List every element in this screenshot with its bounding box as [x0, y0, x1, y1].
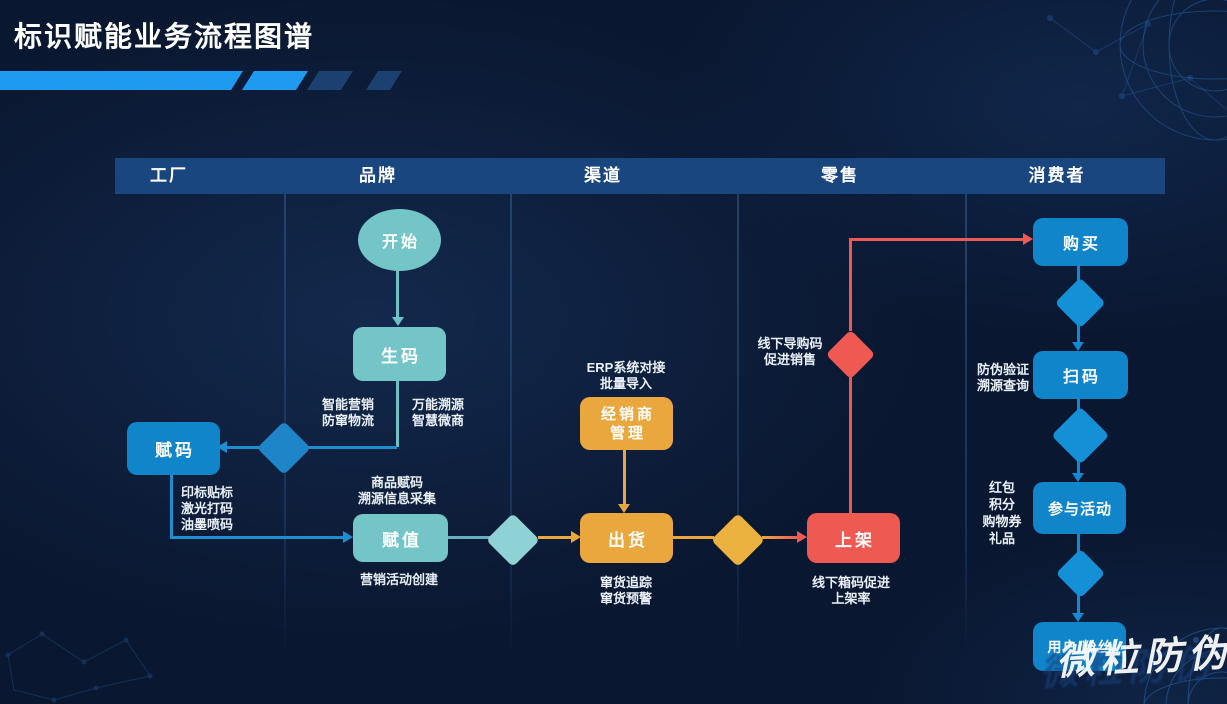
swimlane-header-bar: [115, 158, 1165, 194]
label-marketing-campaign: 营销活动创建: [359, 572, 438, 587]
lane-divider: [965, 194, 967, 656]
arrowhead: [1072, 613, 1084, 622]
flow-line: [445, 536, 490, 539]
diamond-sale: 销售: [825, 329, 875, 379]
plexus-bottom-left: [5, 631, 153, 703]
flow-line: [227, 446, 397, 449]
flow-line: [1077, 534, 1080, 552]
arrowhead: [571, 531, 581, 543]
flow-line: [396, 381, 399, 447]
node-purchase: 购买: [1033, 218, 1128, 266]
deco-bar-segment: [366, 71, 402, 90]
node-user-fans: 用户/粉丝: [1033, 622, 1126, 671]
page-title: 标识赋能业务流程图谱: [14, 21, 315, 52]
label-anti-fake-verify: 防伪验证 溯源查询: [976, 362, 1029, 393]
column-header-consumer: 消费者: [1028, 166, 1086, 185]
deco-bar-segment: [307, 71, 353, 90]
arrowhead: [618, 504, 630, 513]
node-generate-code: 生码: [353, 327, 446, 381]
flow-line: [849, 239, 852, 331]
flow-line: [538, 536, 574, 539]
deco-bar-segment: [242, 71, 308, 90]
flow-line: [1077, 325, 1080, 343]
flow-line: [623, 450, 626, 505]
arrowhead: [797, 531, 807, 543]
flow-line: [1077, 595, 1080, 613]
watermark: 微粒防伪: [1055, 632, 1227, 684]
label-smart-marketing: 智能营销 防窜物流: [321, 397, 374, 428]
node-start: 开始: [358, 209, 441, 271]
label-rewards: 红包 积分 购物券 礼品: [982, 480, 1022, 546]
label-product-code-collect: 商品赋码 溯源信息采集: [357, 475, 436, 506]
label-guide-code-promote: 线下导购码 促进销售: [757, 336, 823, 367]
arrowhead: [1072, 342, 1084, 351]
globe-wireframe-top-right: [1119, 0, 1227, 141]
arrowhead: [343, 531, 353, 543]
label-erp-import: ERP系统对接 批量导入: [586, 360, 666, 391]
diamond-code-pack-transfer: 码包 传输: [257, 421, 311, 475]
label-channel-conflict-track: 窜货追踪 窜货预警: [600, 575, 653, 606]
column-header-brand: 品牌: [359, 166, 397, 185]
node-ship: 出货: [580, 513, 673, 563]
arrowhead: [217, 441, 227, 453]
lane-divider: [510, 194, 512, 656]
diamond-claim-prize: 领奖: [1055, 548, 1105, 598]
node-assign-value: 赋值: [353, 514, 448, 562]
flow-line: [849, 377, 852, 513]
label-universal-trace: 万能溯源 智慧微商: [412, 397, 465, 428]
flow-line: [1077, 461, 1080, 475]
flow-line: [396, 271, 399, 318]
arrowhead: [1023, 233, 1033, 245]
flow-line: [849, 238, 1024, 241]
column-header-channel: 渠道: [584, 166, 622, 185]
label-box-code-promote: 线下箱码促进 上架率: [811, 575, 890, 606]
title-underline-decoration: [0, 71, 402, 90]
plexus-top-right: [1047, 15, 1227, 111]
node-shelf: 上架: [807, 513, 900, 563]
flow-line: [762, 536, 798, 539]
node-scan: 扫码: [1033, 351, 1128, 399]
diamond-circulate: 流通: [711, 513, 765, 567]
column-header-factory: 工厂: [150, 166, 188, 185]
flow-line: [170, 536, 343, 539]
flow-line: [670, 536, 714, 539]
node-join-activity: 参与活动: [1033, 482, 1126, 534]
label-print-label: 印标贴标 激光打码 油墨喷码: [181, 485, 234, 532]
flow-line: [1077, 266, 1080, 284]
column-header-retail: 零售: [821, 166, 859, 185]
node-dealer-management: 经销商 管理: [580, 397, 673, 450]
diamond-follow-official-account: 关注 公众号: [1051, 406, 1109, 464]
arrowhead: [1072, 473, 1084, 482]
lane-divider: [737, 194, 739, 656]
arrowhead: [392, 317, 404, 326]
node-assign-code: 赋码: [127, 422, 220, 475]
diamond-guide: 引导: [1054, 277, 1106, 329]
flow-line: [170, 475, 173, 538]
deco-bar-segment: [0, 71, 243, 90]
diamond-deliver: 发货: [486, 513, 540, 567]
